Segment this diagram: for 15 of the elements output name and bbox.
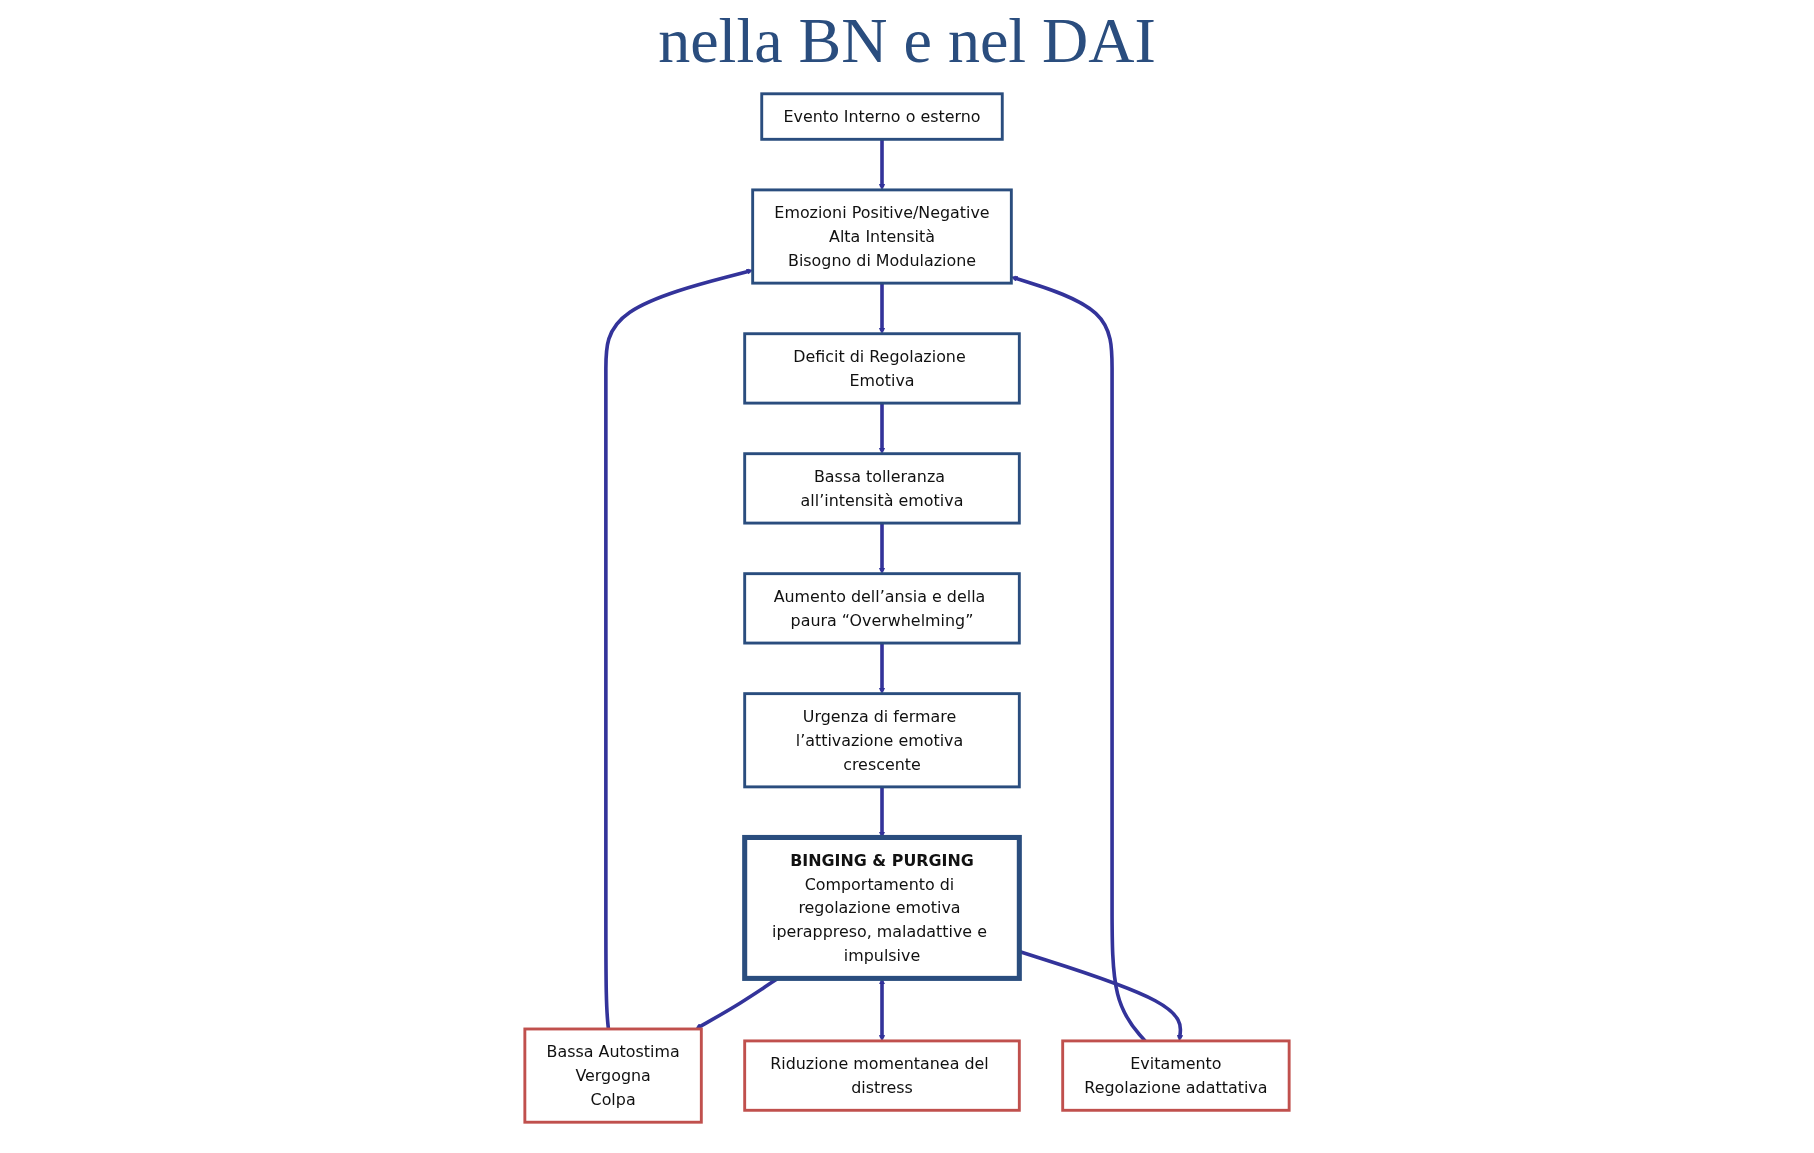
- arrow: [878, 643, 886, 694]
- node-box: Emozioni Positive/Negative Alta Intensità Bisogno di Modulazione: [751, 188, 1013, 285]
- node-box: Aumento dell’ansia e della paura “Overwhelming”: [743, 572, 1021, 645]
- diagram-title: nella BN e nel DAI: [657, 4, 1157, 78]
- arrow: [878, 403, 886, 454]
- node-box: BINGING & PURGING Comportamento di regolazione emotiva iperappreso, maladattive e impulsive: [742, 834, 1022, 981]
- node-box: Evento Interno o esterno: [760, 92, 1004, 141]
- node-box: Evitamento Regolazione adattativa: [1061, 1039, 1291, 1112]
- node-box: Riduzione momentanea del distress: [743, 1039, 1021, 1112]
- node-box: Bassa Autostima Vergogna Colpa: [523, 1027, 703, 1124]
- arrow: [878, 523, 886, 574]
- arrow: [878, 283, 886, 334]
- node-box: Deficit di Regolazione Emotiva: [743, 332, 1021, 405]
- node-box: Urgenza di fermare l’attivazione emotiva crescente: [743, 692, 1021, 789]
- node-box: Bassa tolleranza all’intensità emotiva: [743, 452, 1021, 525]
